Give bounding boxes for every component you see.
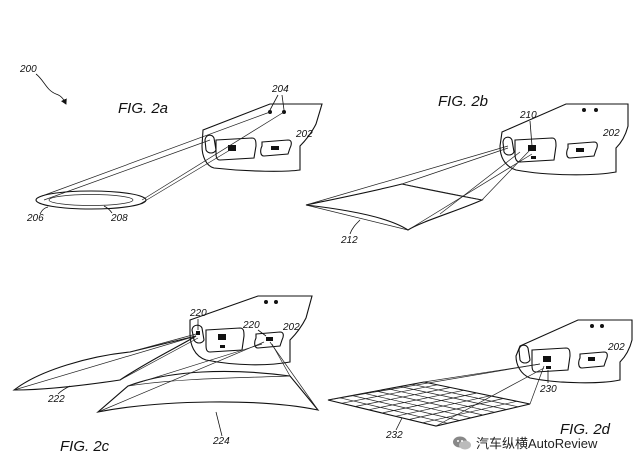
beam-line-2d-2: [423, 363, 541, 383]
beam-line-2d-1: [327, 363, 541, 401]
watermark: 汽车纵横AutoReview: [452, 433, 597, 452]
ref-204: 204: [271, 84, 289, 95]
ref-230: 230: [539, 384, 557, 395]
fig-2d-title: FIG. 2d: [560, 421, 611, 438]
figure-2a: 200 FIG. 2a 204 202 206 208: [19, 64, 323, 224]
headlight-block-2a: [271, 146, 279, 150]
wechat-icon: [453, 436, 471, 449]
beam-line-2c-6: [127, 343, 263, 387]
left-headlight-2b: [502, 136, 515, 156]
headlight-block-2c: [266, 337, 273, 341]
ref-204-leader-a: [269, 94, 279, 111]
area-224-inner: [127, 375, 291, 387]
area-212-far-edge: [401, 183, 483, 201]
beam-line-2c-2: [119, 337, 199, 381]
sensor-block-2d: [543, 356, 551, 362]
ref-232: 232: [385, 430, 403, 441]
figure-2c: 220 220 202 222 224 FIG. 2c: [12, 295, 320, 455]
beam-line-2d-3: [529, 365, 545, 405]
sensor-block-2a: [228, 145, 236, 151]
projected-area-222: [12, 335, 197, 391]
projected-area-224: [96, 370, 320, 413]
headlight-block-2b: [576, 148, 584, 152]
beam-line-2c-1: [13, 335, 197, 391]
ref-202-2c: 202: [282, 322, 300, 333]
beam-line-2c-3: [129, 333, 197, 353]
figure-2d: 202 230 232 FIG. 2d: [327, 319, 633, 441]
figure-2b: FIG. 2b 210 202 212: [305, 93, 629, 246]
beam-line-2a-3: [43, 139, 211, 201]
fig-2b-title: FIG. 2b: [438, 93, 488, 110]
ref-220-a: 220: [189, 308, 207, 319]
beam-line-2b-2: [401, 147, 509, 185]
ref-208-leader: [103, 205, 113, 214]
left-headlight-2d: [518, 344, 531, 364]
ref-220-b: 220: [242, 320, 260, 331]
beam-line-2b-3: [481, 149, 531, 201]
emitter-dot-2b-a: [582, 108, 586, 112]
sensor-small-2d: [546, 366, 551, 369]
left-projector-2c: [196, 331, 200, 335]
ref-224-leader: [215, 411, 223, 437]
sensor-small-2b: [531, 156, 536, 159]
beam-line-2c-4: [97, 341, 265, 413]
ref-222: 222: [47, 394, 65, 405]
sensor-block-2b: [528, 145, 536, 151]
ref-212: 212: [340, 235, 358, 246]
projected-ellipse-inner-208: [48, 194, 134, 206]
fig-2a-title: FIG. 2a: [118, 100, 168, 117]
ref-206: 206: [26, 213, 44, 224]
ref-206-leader: [39, 206, 49, 215]
beam-line-2a-4: [139, 149, 231, 205]
ref-202-2a: 202: [295, 129, 313, 140]
ref-202-2d: 202: [607, 342, 625, 353]
grid-outline: [327, 381, 531, 427]
beam-line-2b-4: [407, 153, 533, 231]
emitter-dot-2d-a: [590, 324, 594, 328]
beam-line-2a-1: [41, 111, 271, 197]
ref-204-leader-b: [281, 94, 285, 111]
emitter-dot-2c-b: [274, 300, 278, 304]
left-headlight-2a: [204, 134, 217, 154]
beam-line-2c-7: [271, 343, 291, 377]
projected-area-212: [305, 183, 484, 231]
ref-200-arrow: [35, 73, 67, 105]
fig-2c-title: FIG. 2c: [60, 438, 110, 455]
ref-212-leader: [349, 219, 361, 235]
emitter-dot-2d-b: [600, 324, 604, 328]
sensor-block-2c: [218, 334, 226, 340]
emitter-dot-2c-a: [264, 300, 268, 304]
ref-232-leader: [395, 417, 403, 431]
headlight-block-2d: [588, 357, 595, 361]
ref-210-leader: [529, 120, 533, 147]
beam-line-2b-1: [305, 145, 509, 206]
grid-lines: [339, 383, 519, 424]
beam-line-2b-5: [439, 151, 521, 215]
beam-line-2c-5: [269, 341, 319, 411]
ref-202-2b: 202: [602, 128, 620, 139]
sensor-small-2c: [220, 345, 225, 348]
beam-line-2a-2: [141, 111, 285, 201]
ref-210: 210: [519, 110, 537, 121]
watermark-text: 汽车纵横AutoReview: [476, 436, 598, 451]
area-212-edge: [305, 204, 409, 231]
emitter-dot-2b-b: [594, 108, 598, 112]
projected-ellipse-206: [35, 190, 147, 210]
ref-224: 224: [212, 436, 230, 447]
projected-grid-232: [327, 381, 531, 427]
ref-220-b-leader: [257, 329, 267, 337]
ref-208: 208: [110, 213, 128, 224]
ref-222-leader: [57, 385, 71, 395]
beam-line-2d-4: [435, 367, 545, 427]
ref-200: 200: [19, 64, 37, 75]
